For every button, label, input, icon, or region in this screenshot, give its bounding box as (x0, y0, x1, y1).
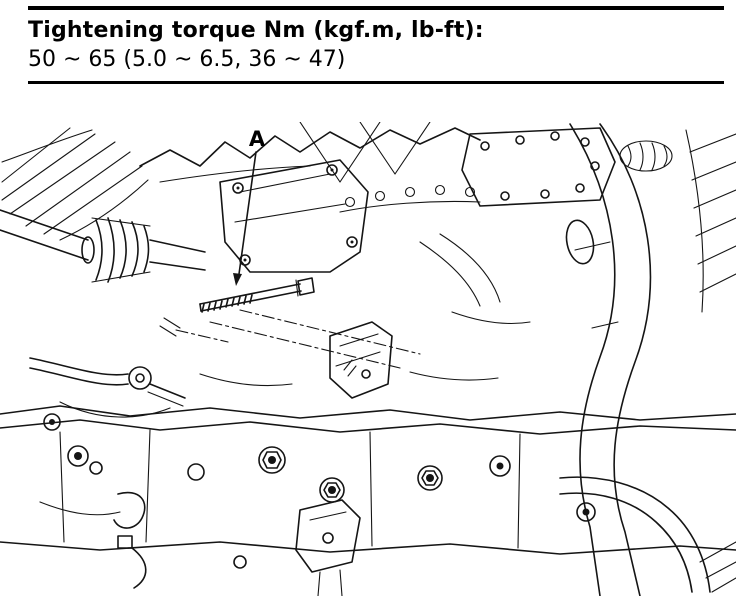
callout-a-leader (238, 151, 257, 275)
top-left-ribs (1, 127, 149, 241)
bottom-right-bracket (559, 476, 736, 593)
engine-underside-diagram: A (0, 121, 736, 596)
callout-a: A (233, 127, 266, 286)
flange-bolt-row (339, 184, 481, 213)
torque-spec-block: Tightening torque Nm (kgf.m, lb-ft): 50 … (28, 6, 724, 84)
oil-pan (461, 127, 616, 207)
callout-a-label: A (249, 127, 266, 151)
alignment-lines (175, 309, 421, 369)
torque-spec-title: Tightening torque Nm (kgf.m, lb-ft): (28, 18, 484, 43)
top-rule (28, 6, 724, 10)
stabilizer-link (29, 357, 186, 431)
bottom-rule (28, 80, 724, 84)
bottom-left-details (39, 445, 147, 589)
bell-housing (219, 159, 369, 273)
subframe-bolts (187, 446, 511, 503)
misc-detail-strokes (159, 233, 531, 387)
engine-block-silhouette (139, 121, 481, 183)
cv-axle-left (0, 209, 206, 283)
control-arm-right (565, 123, 736, 596)
callout-a-arrowhead (233, 273, 242, 286)
cv-boot-right (619, 140, 673, 172)
bottom-center-bracket (233, 499, 361, 596)
mount-bracket (329, 321, 393, 399)
bolt-a (199, 277, 315, 313)
torque-spec-value: 50 ~ 65 (5.0 ~ 6.5, 36 ~ 47) (28, 47, 346, 73)
diagram-svg: A (0, 121, 736, 596)
